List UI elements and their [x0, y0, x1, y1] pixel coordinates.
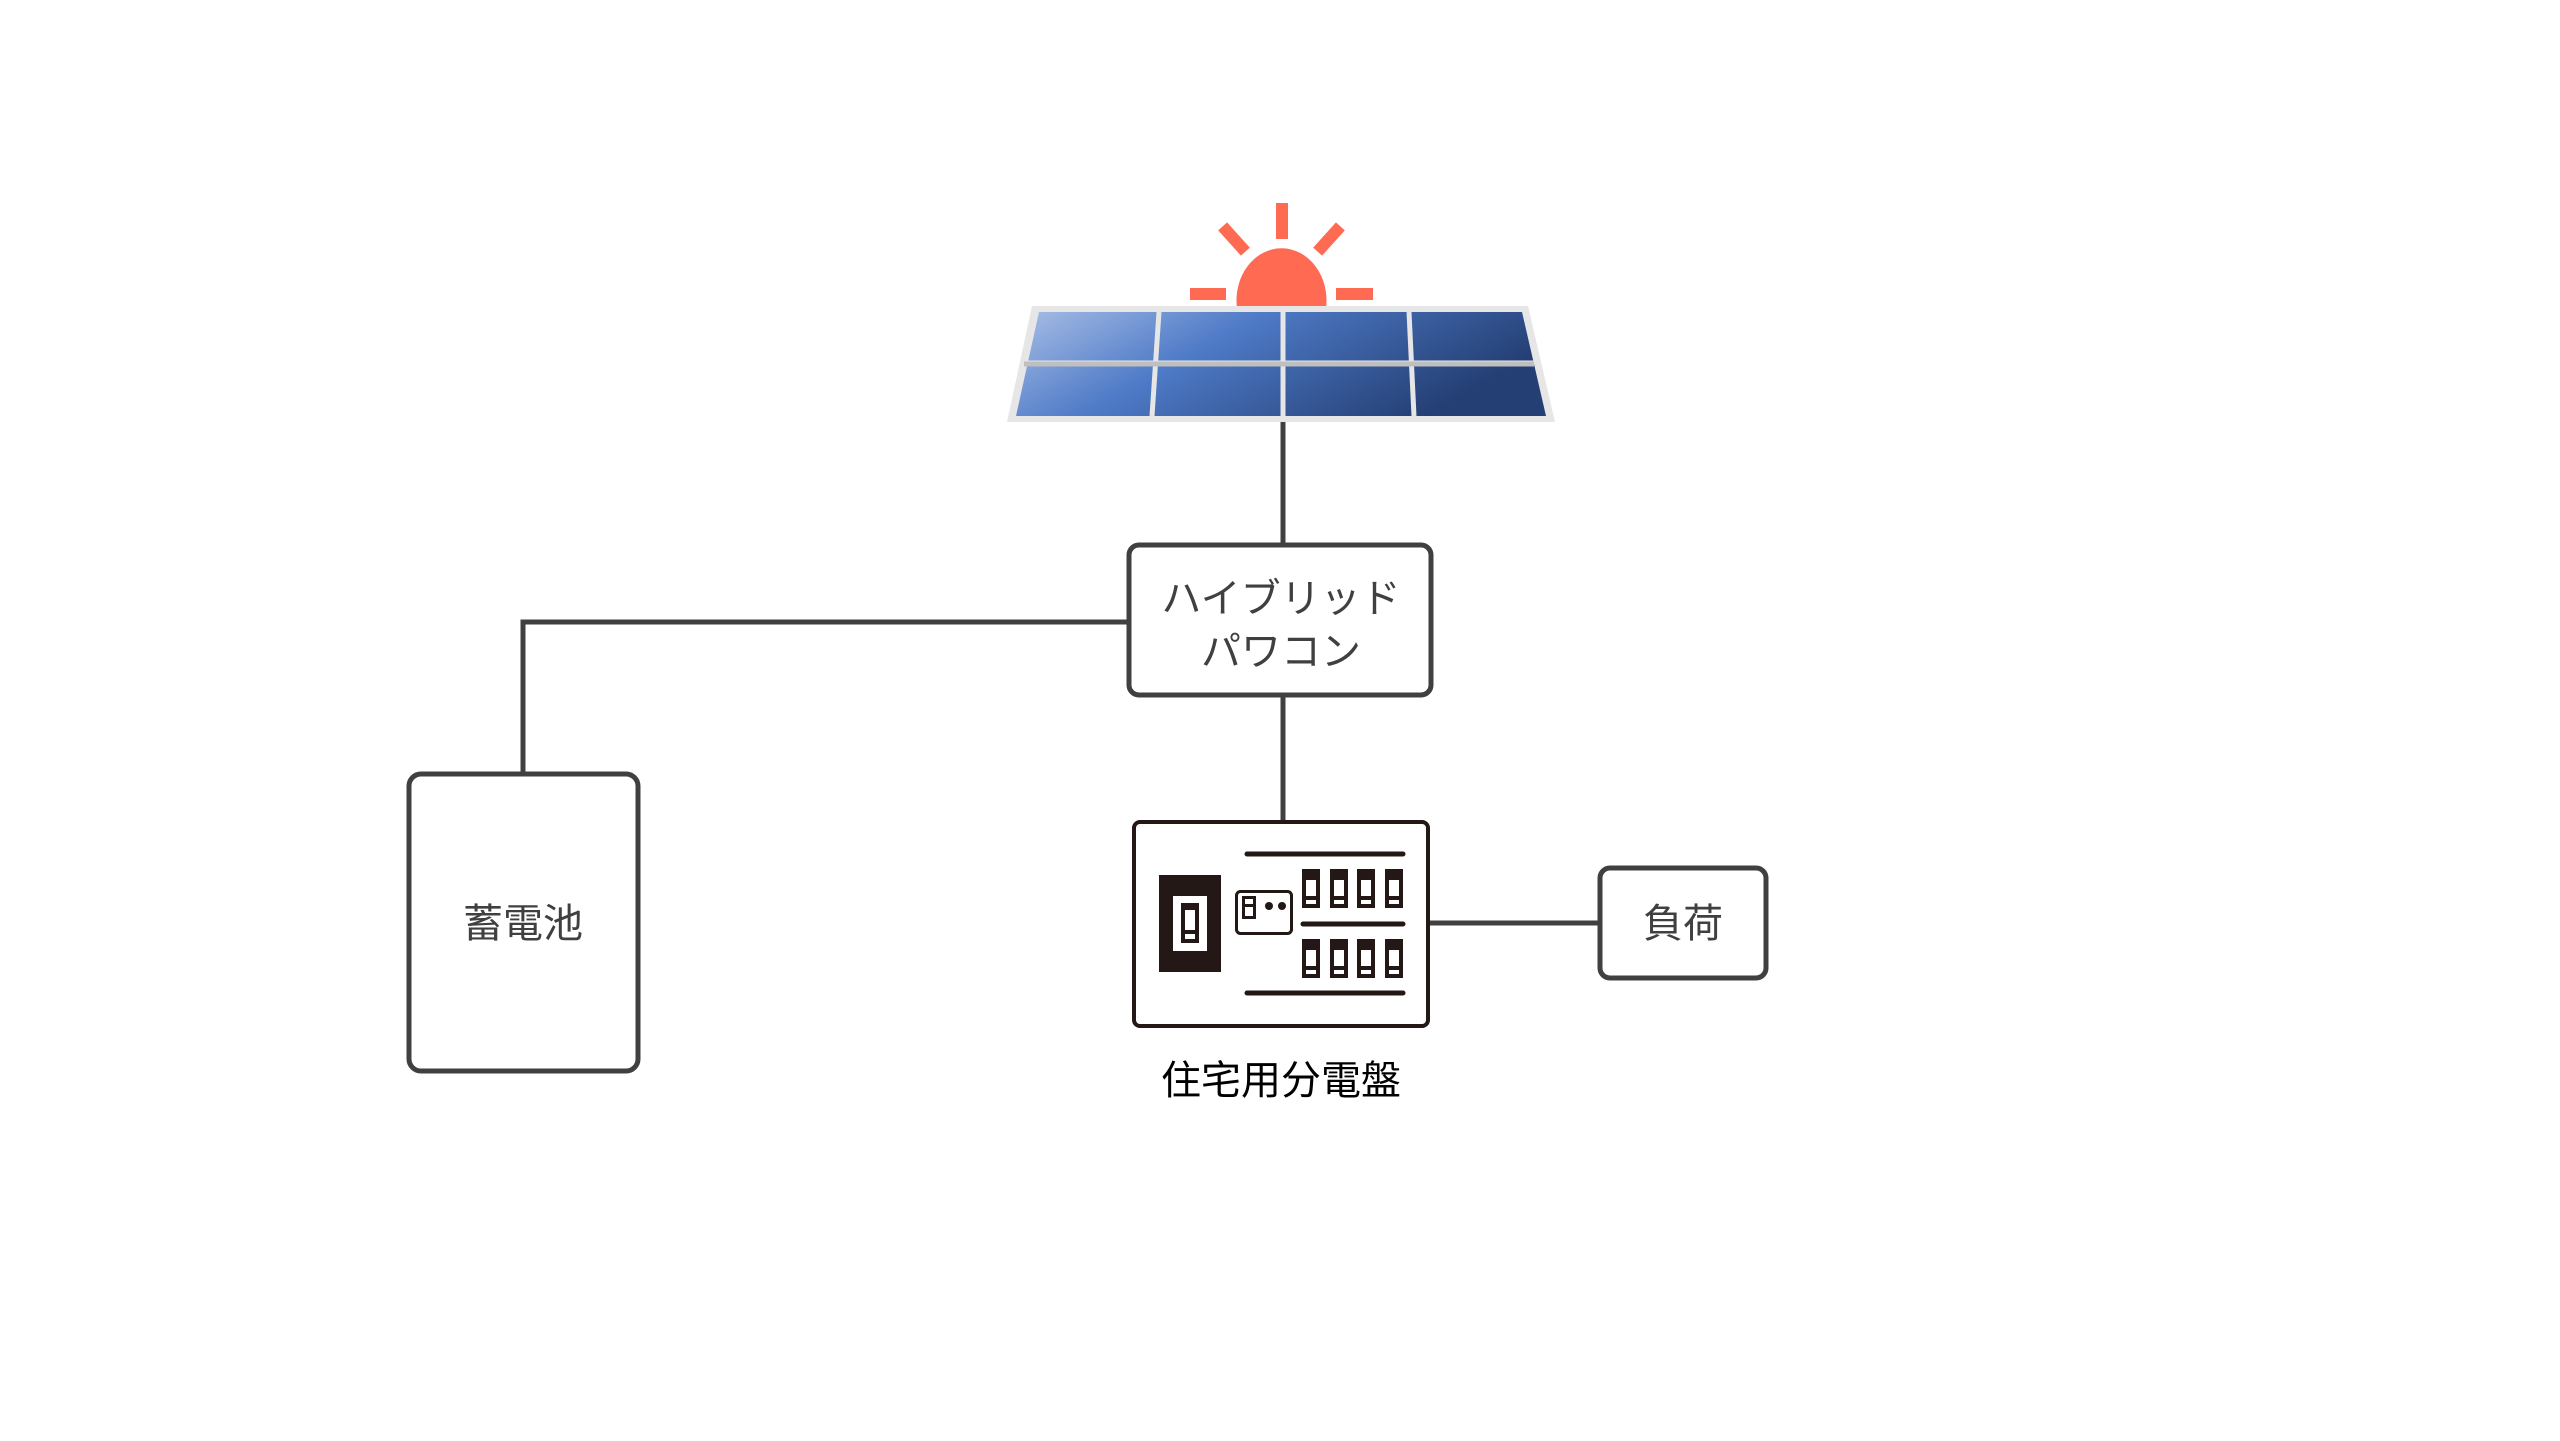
main-breaker-icon [1159, 875, 1221, 972]
distribution-board-label: 住宅用分電盤 [1161, 1058, 1401, 1104]
branch-breaker-icon [1330, 869, 1348, 908]
branch-breakers [1302, 869, 1403, 978]
connector-lines [520, 420, 1600, 926]
power-conditioner-label-line1: ハイブリッド [1161, 576, 1400, 622]
line-powercon-to-battery [520, 619, 1129, 774]
solar-panel-icon [1007, 306, 1555, 422]
branch-breaker-icon [1302, 939, 1320, 978]
sun-icon [1190, 203, 1373, 308]
battery-box: 蓄電池 [406, 771, 641, 1074]
load-label: 負荷 [1643, 901, 1723, 947]
load-box: 負荷 [1597, 865, 1769, 981]
branch-breaker-icon [1385, 939, 1403, 978]
branch-breaker-icon [1330, 939, 1348, 978]
power-conditioner-label-line2: パワコン [1201, 629, 1361, 675]
distribution-board-icon [1132, 820, 1430, 1028]
branch-breaker-icon [1357, 869, 1375, 908]
branch-breaker-icon [1357, 939, 1375, 978]
power-conditioner-box: ハイブリッド パワコン [1126, 542, 1434, 698]
battery-label: 蓄電池 [463, 901, 583, 947]
branch-breaker-icon [1302, 869, 1320, 908]
branch-breaker-icon [1385, 869, 1403, 908]
leakage-breaker-icon [1235, 890, 1293, 935]
